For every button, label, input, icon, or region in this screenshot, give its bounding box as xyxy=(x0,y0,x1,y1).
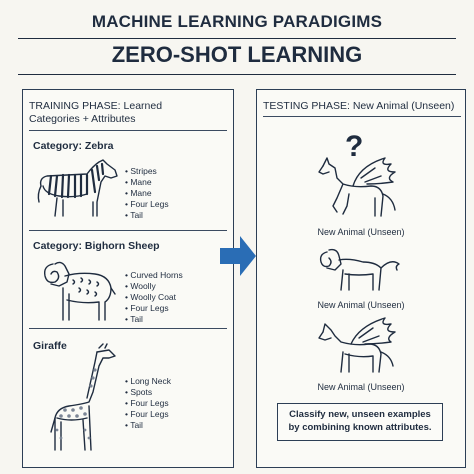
new-animal-label: New Animal (Unseen) xyxy=(317,300,405,310)
zebra-icon xyxy=(37,159,118,217)
attribute-item: Tail xyxy=(125,420,171,431)
ram-lion-hybrid-icon xyxy=(319,248,400,291)
training-divider xyxy=(29,130,227,131)
giraffe-attributes: Long Neck Spots Four Legs Four Legs Tail xyxy=(125,376,171,431)
attribute-item: Stripes xyxy=(125,166,169,177)
attribute-item: Four Legs xyxy=(125,409,171,420)
page-subtitle: ZERO-SHOT LEARNING xyxy=(111,42,363,67)
attribute-item: Mane xyxy=(125,188,169,199)
winged-horse-icon xyxy=(318,317,396,373)
summary-line1: Classify new, unseen examples xyxy=(289,409,431,420)
question-mark: ? xyxy=(345,130,364,163)
attribute-item: Woolly xyxy=(125,281,183,292)
giraffe-icon xyxy=(50,343,116,451)
bighorn-divider xyxy=(29,328,227,329)
attribute-item: Woolly Coat xyxy=(125,292,183,303)
title-rule xyxy=(18,38,456,39)
new-animal-label: New Animal (Unseen) xyxy=(317,227,405,237)
training-panel: TRAINING PHASE: Learned Categories + Att… xyxy=(22,89,234,468)
bighorn-sheep-icon xyxy=(43,261,116,321)
attribute-item: Spots xyxy=(125,387,171,398)
subtitle-rule xyxy=(18,74,456,75)
testing-heading: TESTING PHASE: New Animal (Unseen) xyxy=(263,100,455,112)
zebra-attributes: Stripes Mane Mane Four Legs Tail xyxy=(125,166,169,221)
winged-horse-icon xyxy=(318,157,396,217)
summary-box: Classify new, unseen examples by combini… xyxy=(277,403,443,441)
attribute-item: Tail xyxy=(125,314,183,325)
training-heading-line1: TRAINING PHASE: Learned xyxy=(29,100,163,112)
testing-divider xyxy=(263,116,461,117)
attribute-item: Four Legs xyxy=(125,398,171,409)
summary-line2: by combining known attributes. xyxy=(288,422,432,433)
testing-panel: TESTING PHASE: New Animal (Unseen) ? New… xyxy=(256,89,466,468)
attribute-item: Mane xyxy=(125,177,169,188)
attribute-item: Four Legs xyxy=(125,199,168,210)
training-heading: TRAINING PHASE: Learned Categories + Att… xyxy=(29,100,229,126)
attribute-item: Curved Horns xyxy=(125,270,182,281)
category-zebra-title: Category: Zebra xyxy=(33,140,114,152)
page-title: MACHINE LEARNING PARADIGIMS xyxy=(91,12,383,31)
bighorn-attributes: Curved Horns Woolly Woolly Coat Four Leg… xyxy=(125,270,183,325)
attribute-item: Long Neck xyxy=(125,376,171,387)
training-heading-line2: Categories + Attributes xyxy=(29,113,136,125)
category-bighorn-title: Category: Bighorn Sheep xyxy=(33,240,160,252)
attribute-item: Tail xyxy=(125,210,169,221)
attribute-item: Four Legs xyxy=(125,303,183,314)
arrow-right-icon xyxy=(220,236,256,276)
category-giraffe-title: Giraffe xyxy=(33,340,67,352)
new-animal-label: New Animal (Unseen) xyxy=(317,382,405,392)
zebra-divider xyxy=(29,230,227,231)
